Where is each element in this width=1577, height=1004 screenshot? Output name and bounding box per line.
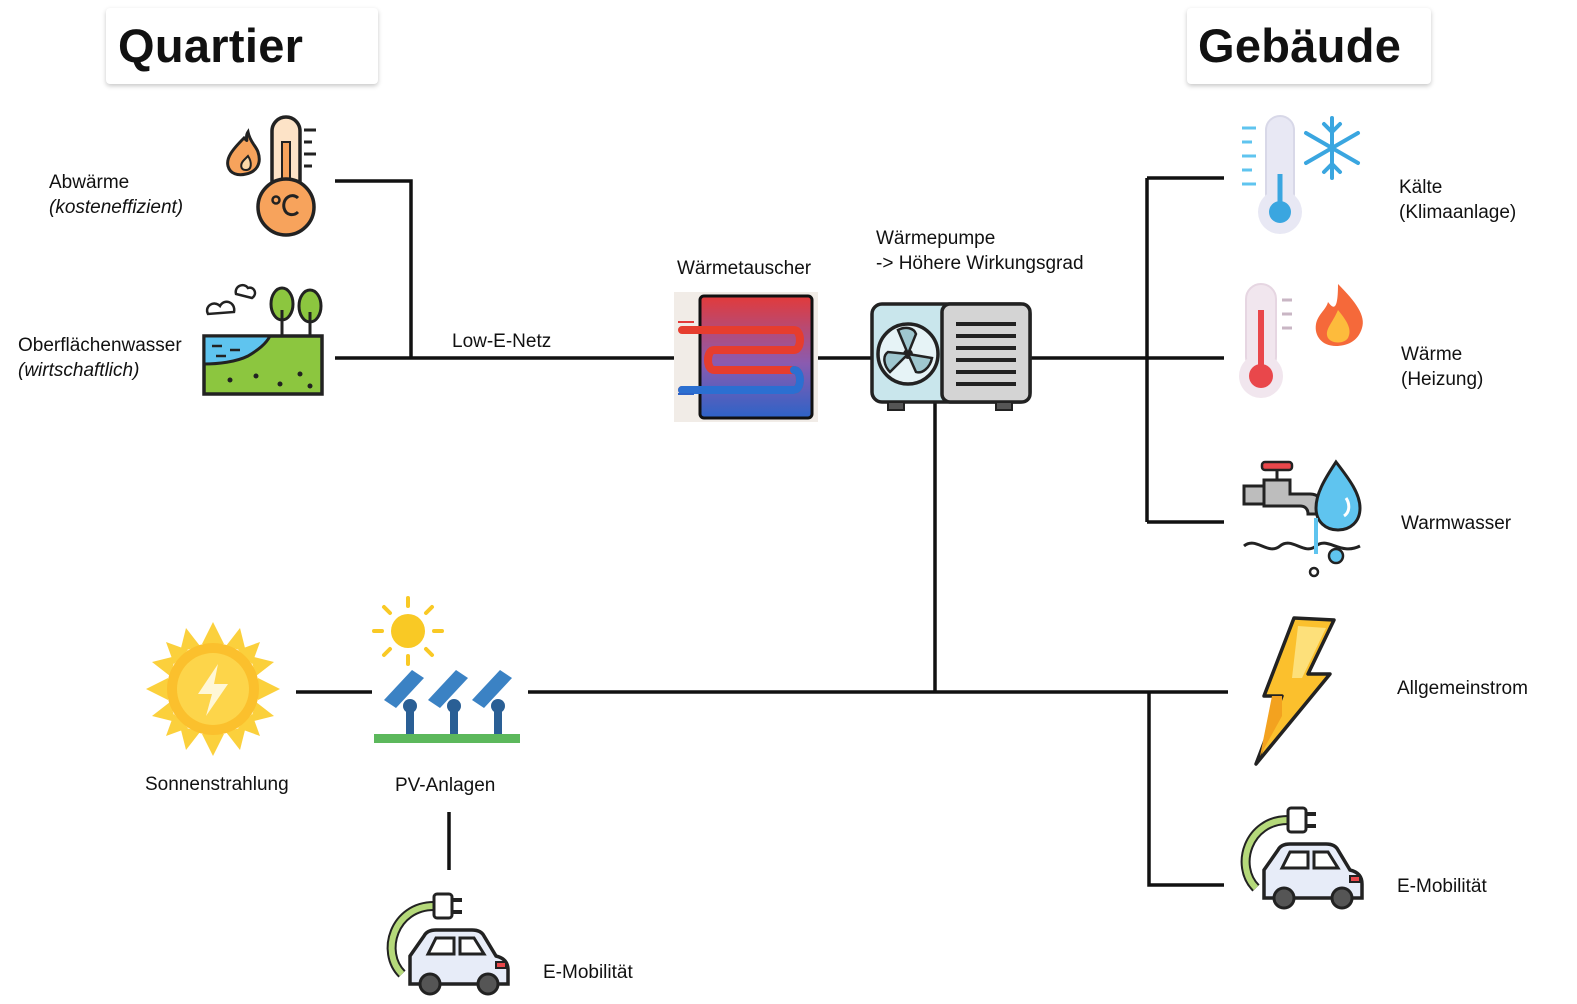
label-oberflaechenwasser-note: (wirtschaftlich) — [18, 360, 140, 381]
electric-car-icon — [386, 892, 510, 996]
label-waermepumpe-line1: Wärmepumpe — [876, 228, 996, 249]
lightning-icon — [1254, 616, 1336, 766]
label-pv-anlagen: PV-Anlagen — [395, 775, 496, 796]
label-sonnenstrahlung: Sonnenstrahlung — [145, 774, 289, 795]
label-oberflaechenwasser-name: Oberflächenwasser — [18, 335, 182, 356]
label-waermepumpe: Wärmepumpe -> Höhere Wirkungsgrad — [876, 226, 1084, 276]
fire-thermometer-icon — [226, 115, 316, 237]
heading-gebaeude: Gebäude — [1187, 8, 1431, 84]
label-allgemeinstrom: Allgemeinstrom — [1397, 678, 1528, 699]
line-electric-bus — [1147, 692, 1224, 887]
lake-landscape-icon — [202, 283, 324, 396]
label-oberflaechenwasser: Oberflächenwasser (wirtschaftlich) — [18, 333, 182, 383]
heading-quartier-text: Quartier — [118, 19, 304, 72]
heading-quartier: Quartier — [106, 8, 378, 84]
label-waerme-line2: (Heizung) — [1401, 369, 1484, 390]
label-abwaerme-name: Abwärme — [49, 172, 130, 193]
heat-pump-icon — [870, 302, 1032, 411]
cold-thermometer-icon — [1242, 115, 1360, 234]
electric-car-icon — [1240, 806, 1364, 910]
hot-thermometer-icon — [1239, 283, 1363, 398]
label-abwaerme: Abwärme (kosteneffizient) — [49, 170, 183, 220]
label-e-mobilitaet-gebaeude: E-Mobilität — [1397, 876, 1487, 897]
label-e-mobilitaet-quartier: E-Mobilität — [543, 962, 633, 983]
water-tap-icon — [1242, 459, 1362, 578]
heat-exchanger-icon — [674, 292, 818, 422]
label-waerme-line1: Wärme — [1401, 344, 1463, 365]
solar-panels-icon — [372, 596, 520, 743]
heading-gebaeude-text: Gebäude — [1198, 19, 1402, 72]
sun-icon — [146, 622, 280, 756]
label-waermetauscher: Wärmetauscher — [677, 258, 812, 279]
label-warmwasser: Warmwasser — [1401, 513, 1512, 534]
line-abwaerme — [335, 179, 413, 358]
label-low-e-netz: Low-E-Netz — [452, 331, 552, 352]
label-abwaerme-note: (kosteneffizient) — [49, 197, 184, 218]
label-kaelte-line1: Kälte — [1399, 177, 1443, 198]
label-waermepumpe-line2: -> Höhere Wirkungsgrad — [876, 253, 1084, 274]
label-kaelte: Kälte (Klimaanlage) — [1399, 175, 1516, 225]
label-kaelte-line2: (Klimaanlage) — [1399, 202, 1517, 223]
label-waerme: Wärme (Heizung) — [1401, 342, 1483, 392]
